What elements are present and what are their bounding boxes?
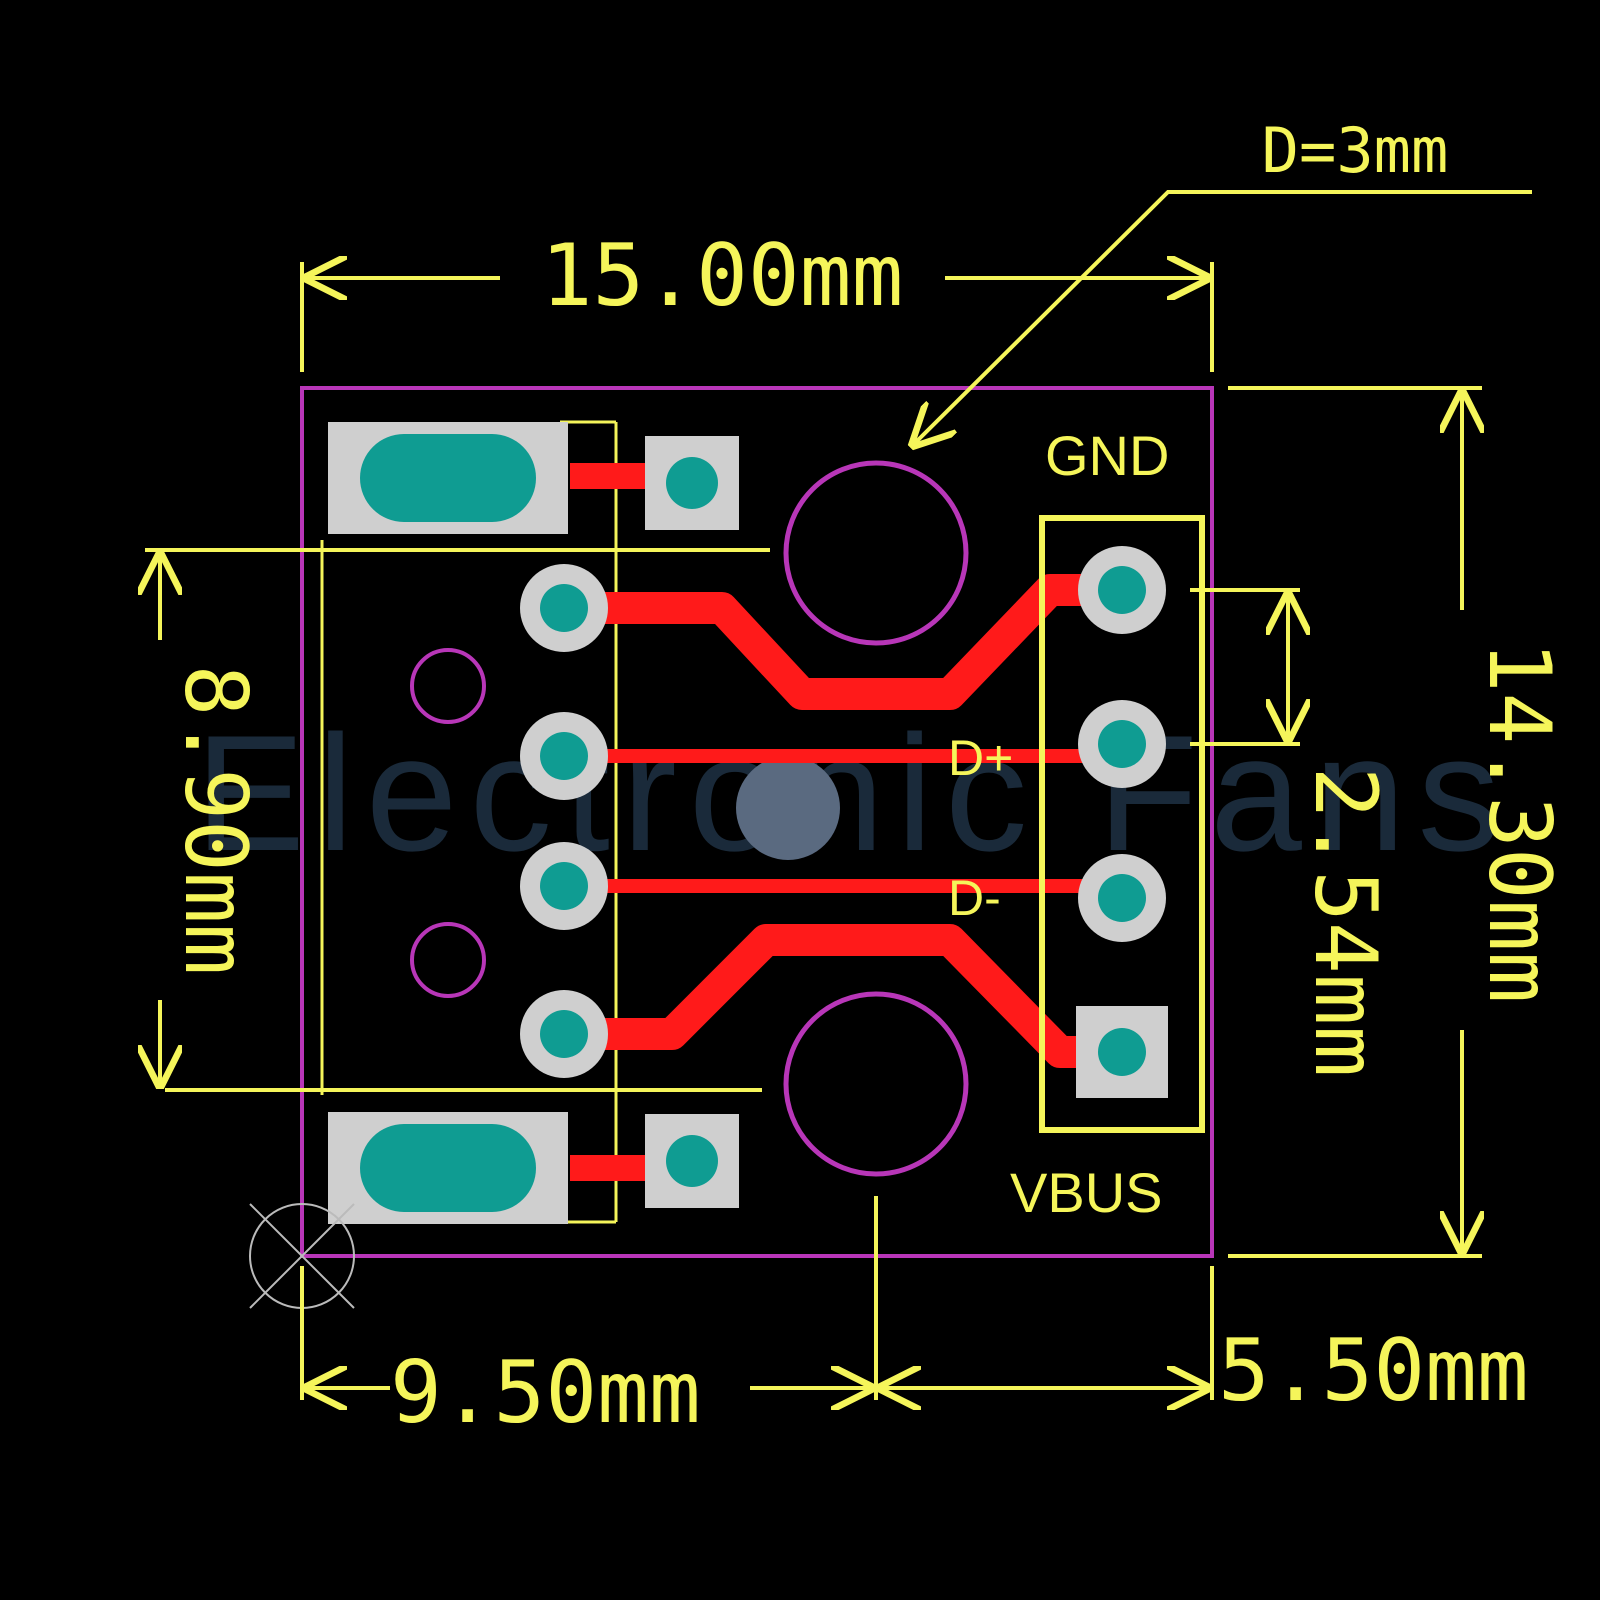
mounting-hole-bottom — [783, 991, 969, 1177]
header-silkscreen — [1039, 515, 1205, 1133]
shield-slot-top — [360, 434, 536, 522]
dim-right-offset-label: 5.50mm — [1218, 1321, 1529, 1421]
label-dplus: D+ — [948, 730, 1013, 786]
trace-vbus — [564, 924, 1120, 1068]
traces — [564, 463, 1120, 1181]
label-vbus: VBUS — [1010, 1161, 1163, 1224]
connector-pads — [520, 564, 608, 1078]
dim-pin-spacing-label: 8.90mm — [165, 665, 265, 976]
board-outline — [300, 386, 1214, 1258]
locating-hole-bottom — [410, 922, 486, 998]
dimension-lines — [145, 190, 1532, 1400]
dim-height-label: 14.30mm — [1469, 641, 1569, 1003]
watermark-logo-icon — [736, 756, 840, 860]
dim-hole-diameter-label: D=3mm — [1262, 114, 1449, 187]
mounting-hole-top — [783, 460, 969, 646]
dim-width-label: 15.00mm — [541, 226, 903, 326]
trace-gnd — [564, 574, 1120, 710]
dim-pitch-label: 2.54mm — [1295, 767, 1395, 1078]
locating-hole-top — [410, 648, 486, 724]
label-gnd: GND — [1045, 424, 1169, 487]
dim-left-offset-label: 9.50mm — [390, 1343, 701, 1443]
label-dminus: D- — [948, 870, 1001, 926]
shield-slot-bottom — [360, 1124, 536, 1212]
shield-pads — [328, 422, 739, 1224]
header-pins — [1076, 546, 1168, 1098]
